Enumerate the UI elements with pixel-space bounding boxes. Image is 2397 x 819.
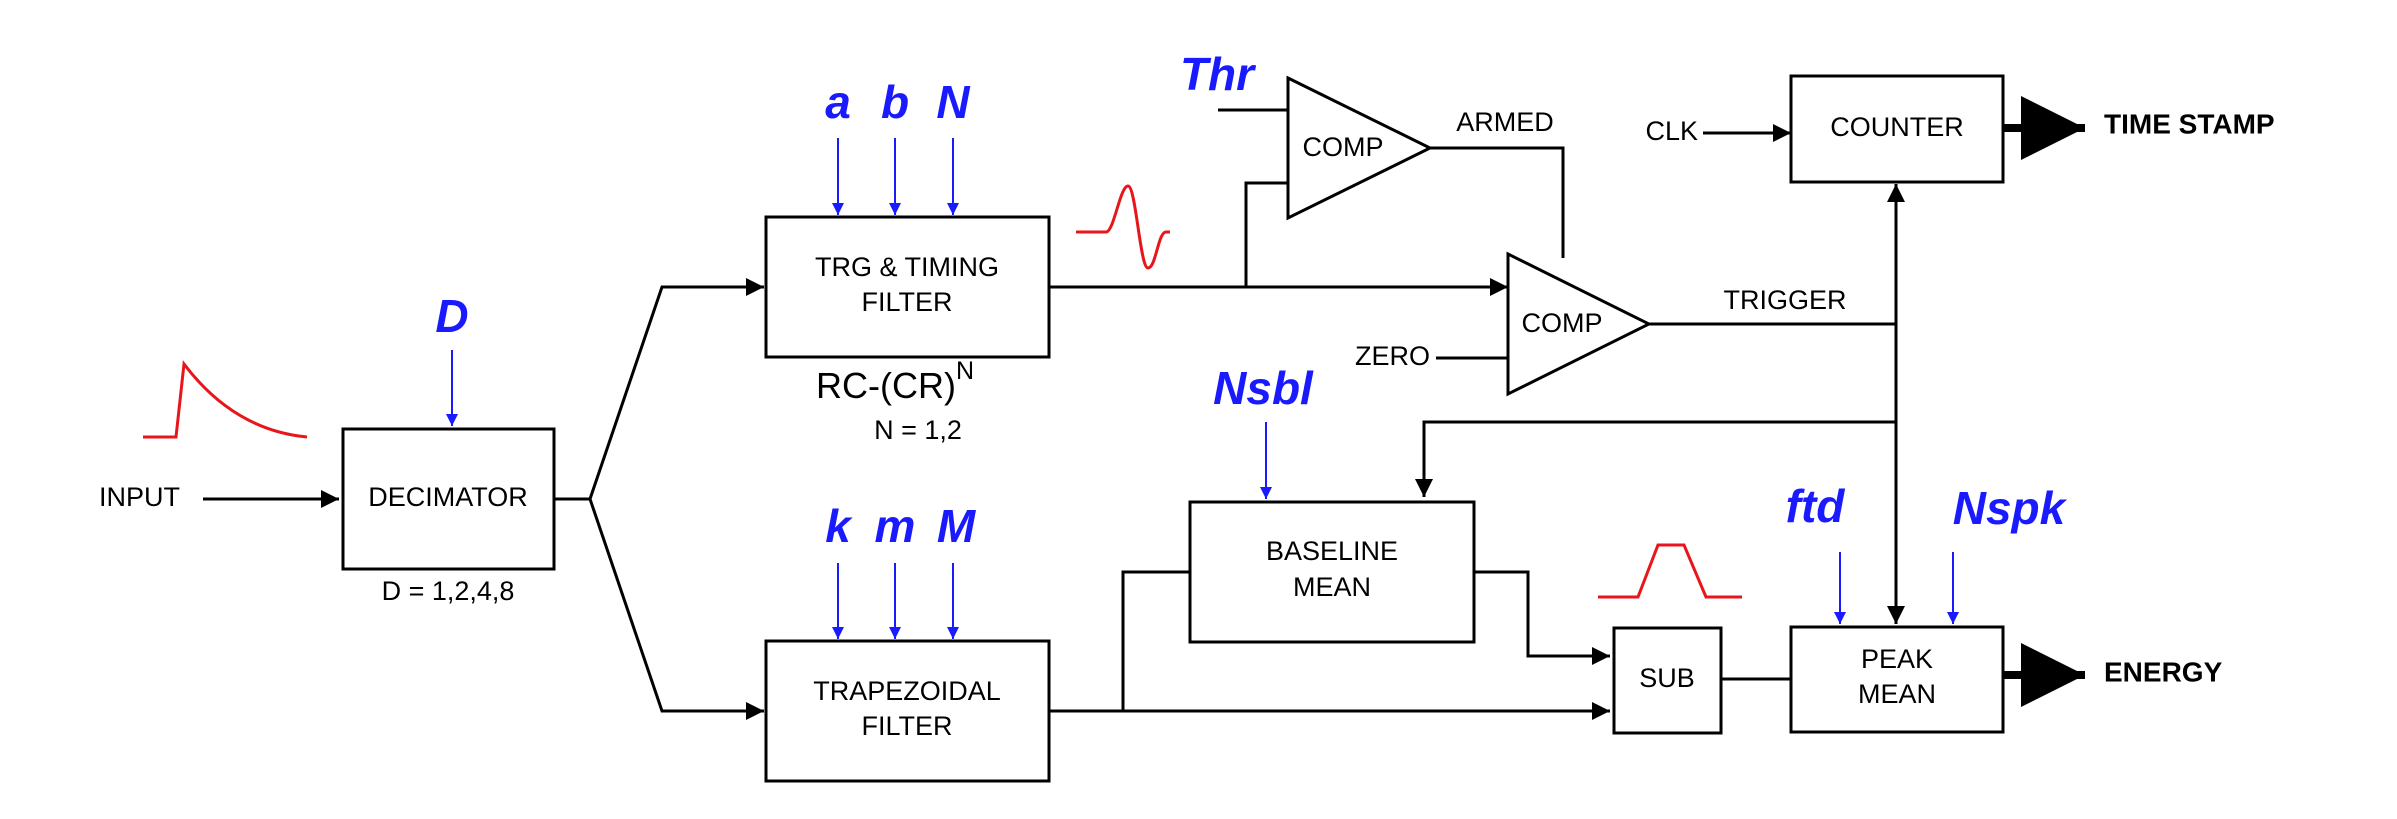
sub-label: SUB xyxy=(1639,663,1695,693)
zero-label: ZERO xyxy=(1355,341,1430,371)
trapezoid-pulse-sketch xyxy=(1598,543,1742,599)
to-trg-filter-wire xyxy=(588,278,764,500)
trg-filter-label-2: FILTER xyxy=(861,287,952,317)
clk-label: CLK xyxy=(1645,116,1698,146)
trap-to-baseline-wire xyxy=(1121,570,1190,711)
time-stamp-label: TIME STAMP xyxy=(2104,108,2275,139)
counter-label: COUNTER xyxy=(1830,112,1964,142)
comp-armed-label: COMP xyxy=(1303,132,1384,162)
peak-label-2: MEAN xyxy=(1858,679,1936,709)
param-ftd: ftd xyxy=(1786,480,1846,532)
trapezoidal-filter-block: TRAPEZOIDAL FILTER xyxy=(764,639,1051,783)
param-n: N xyxy=(936,76,970,128)
bipolar-pulse-sketch xyxy=(1076,184,1170,270)
energy-label: ENERGY xyxy=(2104,656,2223,687)
armed-wire xyxy=(1430,146,1565,258)
counter-block: COUNTER xyxy=(1789,74,2005,184)
armed-label: ARMED xyxy=(1456,107,1554,137)
param-M: M xyxy=(937,500,977,552)
param-k: k xyxy=(825,500,853,552)
input-pulse-sketch xyxy=(143,360,308,439)
param-m: m xyxy=(875,500,916,552)
input-label: INPUT xyxy=(99,482,180,512)
n-note: N = 1,2 xyxy=(874,415,962,445)
baseline-label-2: MEAN xyxy=(1293,572,1371,602)
trigger-to-baseline-wire xyxy=(1415,420,1896,497)
param-thr: Thr xyxy=(1180,48,1256,100)
baseline-label-1: BASELINE xyxy=(1266,536,1398,566)
comp-trigger-label: COMP xyxy=(1522,308,1603,338)
trg-filter-label-1: TRG & TIMING xyxy=(815,252,999,282)
trigger-label: TRIGGER xyxy=(1723,285,1846,315)
param-d: D xyxy=(435,290,468,342)
trg-to-armed-comp-wire xyxy=(1244,181,1288,287)
comp-trigger-triangle: COMP xyxy=(1506,251,1653,397)
param-b: b xyxy=(881,76,909,128)
trg-timing-filter-block: TRG & TIMING FILTER xyxy=(764,215,1051,359)
peak-mean-block: PEAK MEAN xyxy=(1789,625,2005,734)
decimator-block: DECIMATOR xyxy=(341,427,556,571)
trap-filter-label-2: FILTER xyxy=(861,711,952,741)
param-nspk: Nspk xyxy=(1953,482,2068,534)
rc-cr-label: RC-(CR)N xyxy=(816,357,974,406)
sub-block: SUB xyxy=(1612,626,1723,735)
baseline-to-sub-wire xyxy=(1474,570,1610,665)
peak-label-1: PEAK xyxy=(1861,644,1933,674)
param-nsbl: Nsbl xyxy=(1213,362,1314,414)
param-a: a xyxy=(825,76,851,128)
trap-filter-label-1: TRAPEZOIDAL xyxy=(813,676,1001,706)
decimator-label: DECIMATOR xyxy=(368,482,528,512)
decimator-note: D = 1,2,4,8 xyxy=(382,576,515,606)
to-trap-filter-wire xyxy=(588,498,764,720)
baseline-mean-block: BASELINE MEAN xyxy=(1188,500,1476,644)
comp-armed-triangle: COMP xyxy=(1286,75,1434,221)
